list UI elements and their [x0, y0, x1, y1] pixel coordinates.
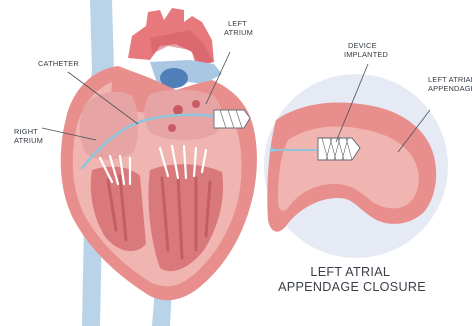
diagram-title: LEFT ATRIAL APPENDAGE CLOSURE — [278, 265, 426, 294]
label-catheter: CATHETER — [38, 59, 79, 68]
device-small — [214, 110, 250, 128]
aorta — [128, 8, 214, 66]
label-left-atrial-appendage: LEFT ATRIAL APPENDAGE — [428, 75, 472, 93]
label-right-atrium: RIGHT ATRIUM — [14, 127, 43, 145]
device-implanted — [318, 138, 360, 160]
label-left-atrium: LEFT ATRIUM — [224, 19, 253, 37]
label-device-implanted: DEVICE IMPLANTED — [344, 41, 388, 59]
